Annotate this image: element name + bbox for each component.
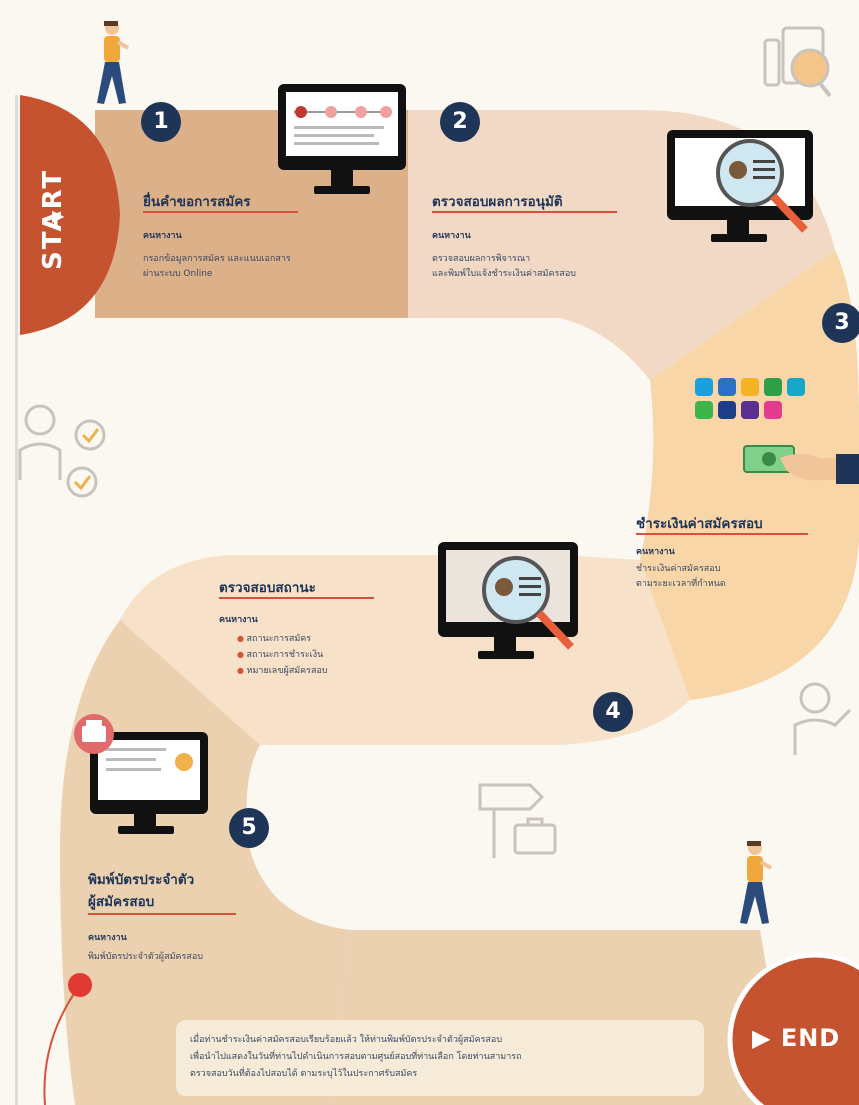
step-3-desc-line-2: ตามระยะเวลาที่กำหนด [636,579,726,589]
step-2-title: ตรวจสอบผลการอนุมัติ [432,194,563,210]
timeline-line [43,984,81,1105]
note-box: เมื่อท่านชำระเงินค่าสมัครสอบเรียบร้อยแล้… [176,1020,704,1096]
step-3-desc-line-1: ชำระเงินค่าสมัครสอบ [636,564,721,574]
step-4-bullet-item: สถานะการสมัคร [237,631,328,647]
step-4-title: ตรวจสอบสถานะ [219,580,316,596]
step-5-number: 5 [229,808,269,848]
step-5-desc-line-1: พิมพ์บัตรประจำตัวผู้สมัครสอบ [88,952,203,962]
end-label: ▶ END [752,1024,841,1052]
step-2-number: 2 [440,102,480,142]
note-line-1: เมื่อท่านชำระเงินค่าสมัครสอบเรียบร้อยแล้… [190,1035,503,1045]
note-line-3: ตรวจสอบวันที่ต้องไปสอบได้ ตามระบุไว้ในปร… [190,1069,418,1079]
step-3-number: 3 [822,303,859,343]
step-4-bullet-item: หมายเลขผู้สมัครสอบ [237,663,328,679]
cash-payment-icon [743,445,859,484]
monitor-application-form-icon [278,84,406,194]
people-check-icon [18,404,106,498]
step-1-subtitle: คนหางาน [143,231,182,241]
document-search-icon [763,26,832,98]
step-1-desc-line-1: กรอกข้อมูลการสมัคร และแนบเอกสาร [143,254,291,264]
walking-person-end-icon [740,841,773,924]
step-5-underline [88,913,236,915]
step-2-desc-line-1: ตรวจสอบผลการพิจารณา [432,254,531,264]
step-1-desc-line-2: ผ่านระบบ Online [143,269,213,279]
step-3-subtitle: คนหางาน [636,547,675,557]
step-5-title-line-2: ผู้สมัครสอบ [88,894,155,910]
step-3-underline [636,533,808,535]
step-4-underline [219,597,374,599]
walking-person-start-icon [97,21,130,104]
bank-icon-3 [741,378,759,396]
bank-icon-7 [718,401,736,419]
bank-icon-9 [764,401,782,419]
step-4-subtitle: คนหางาน [219,615,258,625]
step-5-subtitle: คนหางาน [88,933,127,943]
bank-icon-8 [741,401,759,419]
bank-icon-2 [718,378,736,396]
bank-icon-1 [695,378,713,396]
step-1-number: 1 [141,102,181,142]
bank-icon-4 [764,378,782,396]
step-2-desc-line-2: และพิมพ์ใบแจ้งชำระเงินค่าสมัครสอบ [432,269,576,279]
bank-icon-6 [695,401,713,419]
left-border [15,95,18,1105]
monitor-print-card-icon [74,714,208,834]
signpost-briefcase-icon [478,783,557,858]
timeline-dot [68,973,92,997]
step-1-underline [143,211,298,213]
step-4-number: 4 [593,692,633,732]
note-line-2: เพื่อนำไปแสดงในวันที่ท่านไปดำเนินการสอบต… [190,1052,522,1062]
step-2-subtitle: คนหางาน [432,231,471,241]
start-badge [20,95,120,335]
monitor-status-check-icon [438,542,578,659]
step-1-title: ยื่นคำขอการสมัคร [143,194,251,210]
step-4-bullet-list: สถานะการสมัคร สถานะการชำระเงิน หมายเลขผู… [237,631,328,679]
path-segment-3 [640,250,859,700]
step-2-underline [432,211,617,213]
step-3-title: ชำระเงินค่าสมัครสอบ [636,516,763,532]
step-4-bullet-item: สถานะการชำระเงิน [237,647,328,663]
presenter-icon [793,682,852,755]
start-arrow-icon: ▶ [52,206,65,225]
step-5-title-line-1: พิมพ์บัตรประจำตัว [88,872,195,888]
bank-icon-5 [787,378,805,396]
end-badge [727,952,859,1105]
monitor-approval-check-icon [667,130,813,242]
